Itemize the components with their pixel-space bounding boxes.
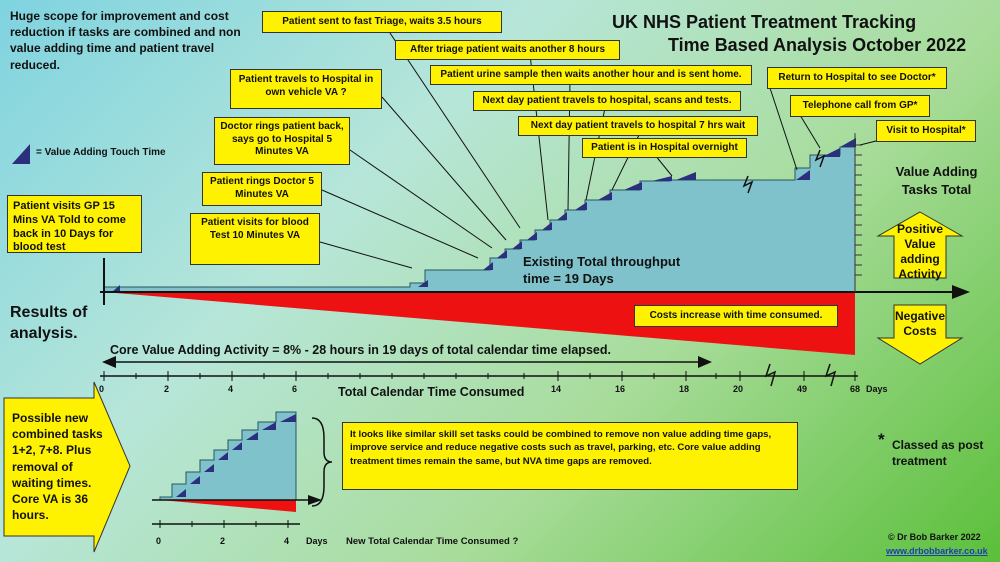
proposed-axis-ticks — [159, 520, 289, 528]
proposed-timeline-arrowhead — [308, 495, 322, 505]
proposal-box: It looks like similar skill set tasks co… — [342, 422, 798, 490]
annotation-telephone-gp: Telephone call from GP* — [790, 95, 930, 117]
legend-triangle-icon — [12, 144, 30, 164]
new-axis-tick-4: 4 — [284, 536, 290, 546]
costs-box: Costs increase with time consumed. — [634, 305, 838, 327]
axis-tick-14: 14 — [551, 384, 562, 394]
positive-arrow-label: Positive Value adding Activity — [896, 222, 944, 281]
proposed-value-markers — [176, 414, 296, 497]
annotation-doctor-rings-back: Doctor rings patient back, says go to Ho… — [214, 117, 350, 165]
positive-arrow-shape — [876, 211, 964, 279]
axis-tick-20: 20 — [733, 384, 744, 394]
legend-label: = Value Adding Touch Time — [36, 147, 166, 158]
proposal-arrow-text: Possible new combined tasks 1+2, 7+8. Pl… — [12, 411, 103, 523]
axis-tick-4: 4 — [228, 384, 234, 394]
axis-tick-6: 6 — [292, 384, 298, 394]
annotation-next-day-wait: Next day patient travels to hospital 7 h… — [518, 116, 758, 136]
brace-connector — [311, 417, 333, 507]
new-axis-tick-2: 2 — [220, 536, 226, 546]
value-adding-total-label: Value Adding Tasks Total — [895, 164, 978, 197]
gp-visit-box: Patient visits GP 15 Mins VA Told to com… — [7, 195, 142, 253]
title-line-2: Time Based Analysis October 2022 — [668, 35, 967, 55]
negative-arrow-shape — [876, 304, 964, 365]
axis-tick-2: 2 — [164, 384, 170, 394]
core-va-arrow-left — [102, 356, 116, 368]
annotation-fast-triage: Patient sent to fast Triage, waits 3.5 h… — [262, 11, 502, 33]
negative-arrow-label: Negative Costs — [894, 309, 946, 338]
annotation-return-doctor: Return to Hospital to see Doctor* — [767, 67, 947, 89]
annotation-blood-test: Patient visits for blood Test 10 Minutes… — [190, 213, 320, 265]
proposed-cost-wedge — [160, 500, 296, 512]
calendar-axis-ticks — [103, 371, 856, 381]
annotation-overnight: Patient is in Hospital overnight — [582, 138, 747, 158]
title-line-1: UK NHS Patient Treatment Tracking — [612, 12, 917, 32]
website-link[interactable]: www.drbobbarker.co.uk — [886, 546, 988, 556]
axis-tick-68: 68 — [850, 384, 861, 394]
new-axis-tick-0: 0 — [156, 536, 162, 546]
main-timeline-arrowhead — [952, 285, 970, 299]
axis-tick-49: 49 — [797, 384, 808, 394]
axis-days-label: Days — [866, 384, 888, 394]
value-scale — [854, 135, 862, 292]
copyright-label: © Dr Bob Barker 2022 — [888, 532, 981, 542]
annotation-after-triage: After triage patient waits another 8 hou… — [395, 40, 620, 60]
footnote-text: Classed as post treatment — [892, 438, 984, 468]
annotation-urine-sample: Patient urine sample then waits another … — [430, 65, 752, 85]
core-va-arrow-right — [698, 356, 712, 368]
calendar-axis-breaks — [764, 363, 837, 387]
new-axis-days-label: Days — [306, 536, 328, 546]
core-va-label: Core Value Adding Activity = 8% - 28 hou… — [110, 343, 611, 357]
annotation-visit-hospital: Visit to Hospital* — [876, 120, 976, 142]
value-adding-markers — [112, 138, 856, 292]
axis-tick-16: 16 — [615, 384, 626, 394]
throughput-label: Existing Total throughput time = 19 Days — [523, 254, 681, 286]
results-label: Results of analysis. — [10, 304, 88, 342]
proposal-arrow-shape — [3, 381, 131, 553]
time-break-marks-top — [742, 149, 826, 194]
axis-title: Total Calendar Time Consumed — [338, 385, 525, 399]
annotation-rings-doctor: Patient rings Doctor 5 Minutes VA — [202, 172, 322, 206]
intro-text: Huge scope for improvement and cost redu… — [10, 9, 241, 72]
axis-tick-18: 18 — [679, 384, 690, 394]
axis-tick-0: 0 — [99, 384, 105, 394]
annotation-next-day-scans: Next day patient travels to hospital, sc… — [473, 91, 741, 111]
new-axis-title: New Total Calendar Time Consumed ? — [346, 536, 519, 547]
footnote-star: * — [878, 430, 885, 449]
annotation-travels-vehicle: Patient travels to Hospital in own vehic… — [230, 69, 382, 109]
